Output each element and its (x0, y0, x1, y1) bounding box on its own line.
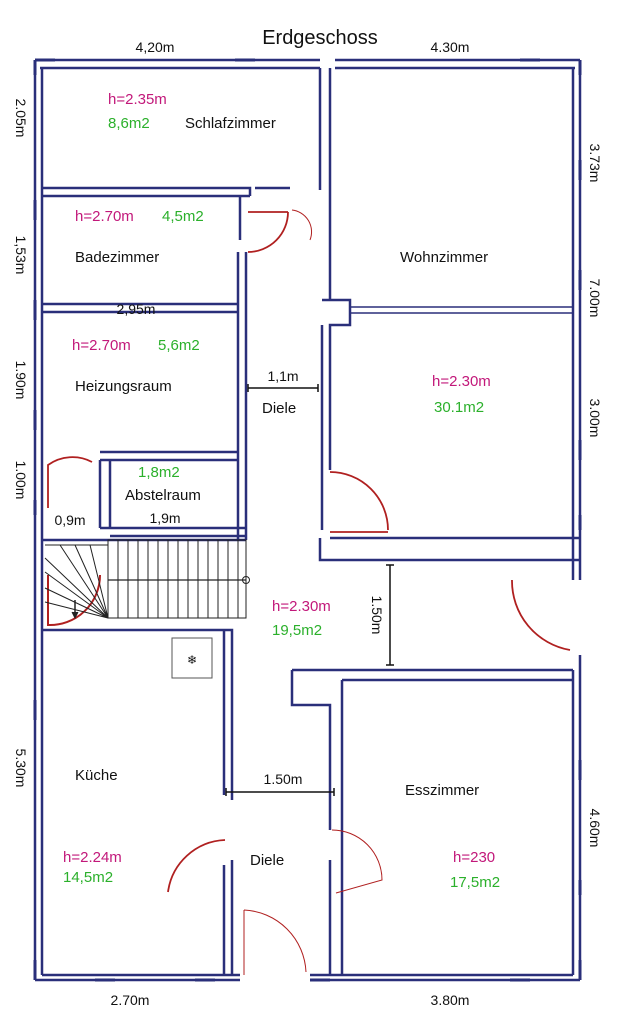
outer-wall-right-lower (571, 655, 582, 980)
dim-left-2: 1,53m (13, 236, 29, 275)
dimension-lines (225, 384, 394, 796)
wohnzimmer-name: Wohnzimmer (400, 249, 488, 266)
dim-left-3: 1.90m (13, 361, 29, 400)
diele-lower-name: Diele (250, 852, 284, 869)
dim-left-4: 1.00m (13, 461, 29, 500)
heizungsraum-name: Heizungsraum (75, 378, 172, 395)
badezimmer-name: Badezimmer (75, 249, 159, 266)
badezimmer-height: h=2.70m (75, 208, 134, 225)
door-living (329, 471, 389, 533)
door-bottom (243, 909, 307, 975)
dining-top (290, 668, 573, 975)
door-bath (247, 211, 289, 253)
plan-title: Erdgeschoss (262, 27, 378, 49)
storage-walls (98, 460, 246, 538)
dim-inner-150h: 1.50m (264, 771, 303, 787)
flur-area: 19,5m2 (272, 622, 322, 639)
kueche-name: Küche (75, 767, 118, 784)
dim-right-4: 4.60m (587, 809, 603, 848)
dim-top-right: 4.30m (431, 39, 470, 55)
kitchen-appliance: ❄ (171, 637, 213, 679)
diele-upper-name: Diele (262, 400, 296, 417)
wohnzimmer-height: h=2.30m (432, 373, 491, 390)
living-left-wall (320, 298, 352, 470)
schlafzimmer-area: 8,6m2 (108, 115, 150, 132)
heating-bottom (100, 450, 238, 462)
door-kitchen (167, 839, 226, 893)
door-stair (47, 574, 101, 627)
stair-wall (42, 538, 246, 800)
abstelraum-area: 1,8m2 (138, 464, 180, 481)
bath-bottom (42, 302, 238, 314)
dim-bottom-left: 2.70m (111, 992, 150, 1008)
dim-right-3: 3.00m (587, 399, 603, 438)
outer-wall-left (33, 60, 44, 980)
dim-left-5: 5.30m (13, 749, 29, 788)
schlafzimmer-height: h=2.35m (108, 91, 167, 108)
stairs (44, 539, 250, 620)
dim-inner-09: 0,9m (54, 512, 85, 528)
door-entry-right (511, 579, 571, 651)
doors (47, 209, 571, 975)
heizungsraum-area: 5,6m2 (158, 337, 200, 354)
dim-inner-11: 1,1m (267, 368, 298, 384)
esszimmer-name: Esszimmer (405, 782, 479, 799)
dim-inner-295: 2,95m (117, 301, 156, 317)
dim-right-2: 7.00m (587, 279, 603, 318)
door-hall-right (331, 829, 383, 894)
kueche-area: 14,5m2 (63, 869, 113, 886)
esszimmer-height: h=230 (453, 849, 495, 866)
heizungsraum-height: h=2.70m (72, 337, 131, 354)
snowflake-icon: ❄ (187, 653, 197, 667)
flur-height: h=2.30m (272, 598, 331, 615)
dim-right-1: 3.73m (587, 144, 603, 183)
wohnzimmer-area: 30.1m2 (434, 399, 484, 416)
central-wall-upper (318, 68, 332, 300)
bedroom-wall (42, 186, 290, 198)
living-window (350, 306, 573, 314)
door-bedroom (291, 209, 313, 241)
dim-inner-19: 1,9m (149, 510, 180, 526)
badezimmer-area: 4,5m2 (162, 208, 204, 225)
door-heating (47, 456, 93, 508)
kueche-height: h=2.24m (63, 849, 122, 866)
schlafzimmer-name: Schlafzimmer (185, 115, 276, 132)
dim-bottom-right: 3.80m (431, 992, 470, 1008)
bath-wall-right (236, 252, 248, 540)
abstelraum-name: Abstelraum (125, 487, 201, 504)
kitchen-right-lower (222, 860, 234, 975)
dim-inner-150v: 1.50m (369, 596, 385, 635)
living-lower-wall (318, 536, 580, 562)
dim-top-left: 4,20m (136, 39, 175, 55)
window-markers (33, 58, 582, 982)
dim-left-1: 2.05m (13, 99, 29, 138)
esszimmer-area: 17,5m2 (450, 874, 500, 891)
outer-wall-right (571, 60, 582, 580)
walls (33, 58, 582, 982)
